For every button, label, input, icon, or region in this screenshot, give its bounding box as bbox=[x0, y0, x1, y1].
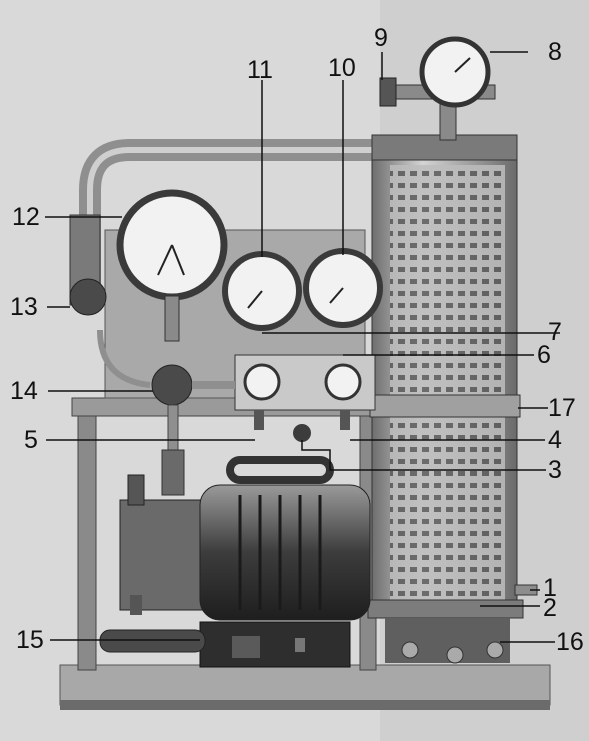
pump-housing bbox=[119, 499, 216, 611]
cylinder-bottom-ring bbox=[367, 599, 524, 619]
callout-3: 3 bbox=[548, 456, 562, 484]
valve-14-knob bbox=[151, 364, 193, 406]
cable bbox=[99, 629, 206, 653]
callout-16: 16 bbox=[556, 628, 584, 656]
callout-15: 15 bbox=[16, 626, 44, 654]
callout-14: 14 bbox=[10, 377, 38, 405]
base-plate bbox=[59, 664, 551, 706]
callout-2: 2 bbox=[543, 594, 557, 622]
cylinder-top-cap bbox=[371, 134, 518, 161]
small-gauge-6 bbox=[324, 363, 362, 401]
callout-7: 7 bbox=[548, 318, 562, 346]
callout-9: 9 bbox=[374, 24, 388, 52]
frame-leg-left bbox=[77, 409, 97, 671]
overhead-pipe-highlight bbox=[87, 147, 380, 300]
callout-8: 8 bbox=[548, 38, 562, 66]
callout-12: 12 bbox=[12, 203, 40, 231]
cylinder-mesh bbox=[390, 165, 505, 605]
callout-11: 11 bbox=[247, 56, 273, 84]
callout-5: 5 bbox=[24, 426, 38, 454]
base-plate-edge bbox=[60, 700, 550, 710]
callout-4: 4 bbox=[548, 426, 562, 454]
callout-13: 13 bbox=[10, 293, 38, 321]
cylinder-band bbox=[369, 394, 521, 418]
leader-lines bbox=[45, 51, 560, 643]
switch-box bbox=[199, 621, 351, 668]
small-gauge-7 bbox=[243, 363, 281, 401]
callout-10: 10 bbox=[328, 54, 356, 82]
callout-6: 6 bbox=[537, 341, 551, 369]
valve-handle-top bbox=[379, 77, 397, 107]
callout-1: 1 bbox=[543, 574, 557, 602]
valve-13-knob bbox=[69, 278, 107, 316]
electric-motor bbox=[199, 484, 371, 621]
callout-17: 17 bbox=[548, 394, 576, 422]
